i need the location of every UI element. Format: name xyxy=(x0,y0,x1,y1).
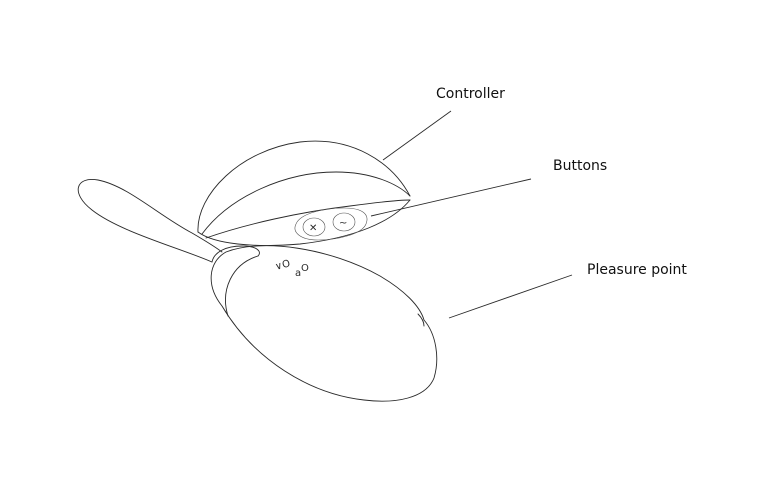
button-right[interactable]: ~ xyxy=(332,212,356,232)
svg-text:~: ~ xyxy=(339,218,347,229)
pleasure-point-tip-notch xyxy=(417,313,425,327)
controller-lower-body xyxy=(197,199,411,246)
engraving-mark-3: O xyxy=(301,263,309,274)
leader-buttons xyxy=(370,178,532,217)
engraving-mark-2: a xyxy=(295,268,301,279)
engraving-mark-1: ∨O xyxy=(274,258,292,273)
pleasure-point-bulb xyxy=(210,245,438,402)
leader-pleasure-point xyxy=(448,274,573,319)
controller-inner-rim xyxy=(201,171,411,235)
controller-dome xyxy=(197,140,411,233)
leader-controller xyxy=(382,110,452,161)
pleasure-point-seam xyxy=(225,255,259,317)
svg-text:✕: ✕ xyxy=(309,223,317,234)
button-panel xyxy=(294,207,368,241)
label-buttons: Buttons xyxy=(553,158,608,174)
label-controller: Controller xyxy=(436,86,505,102)
controller-body-edge xyxy=(205,199,411,239)
button-left[interactable]: ✕ xyxy=(302,217,326,237)
label-pleasure-point: Pleasure point xyxy=(587,262,687,278)
neck xyxy=(211,245,260,263)
tail-handle xyxy=(77,178,223,263)
